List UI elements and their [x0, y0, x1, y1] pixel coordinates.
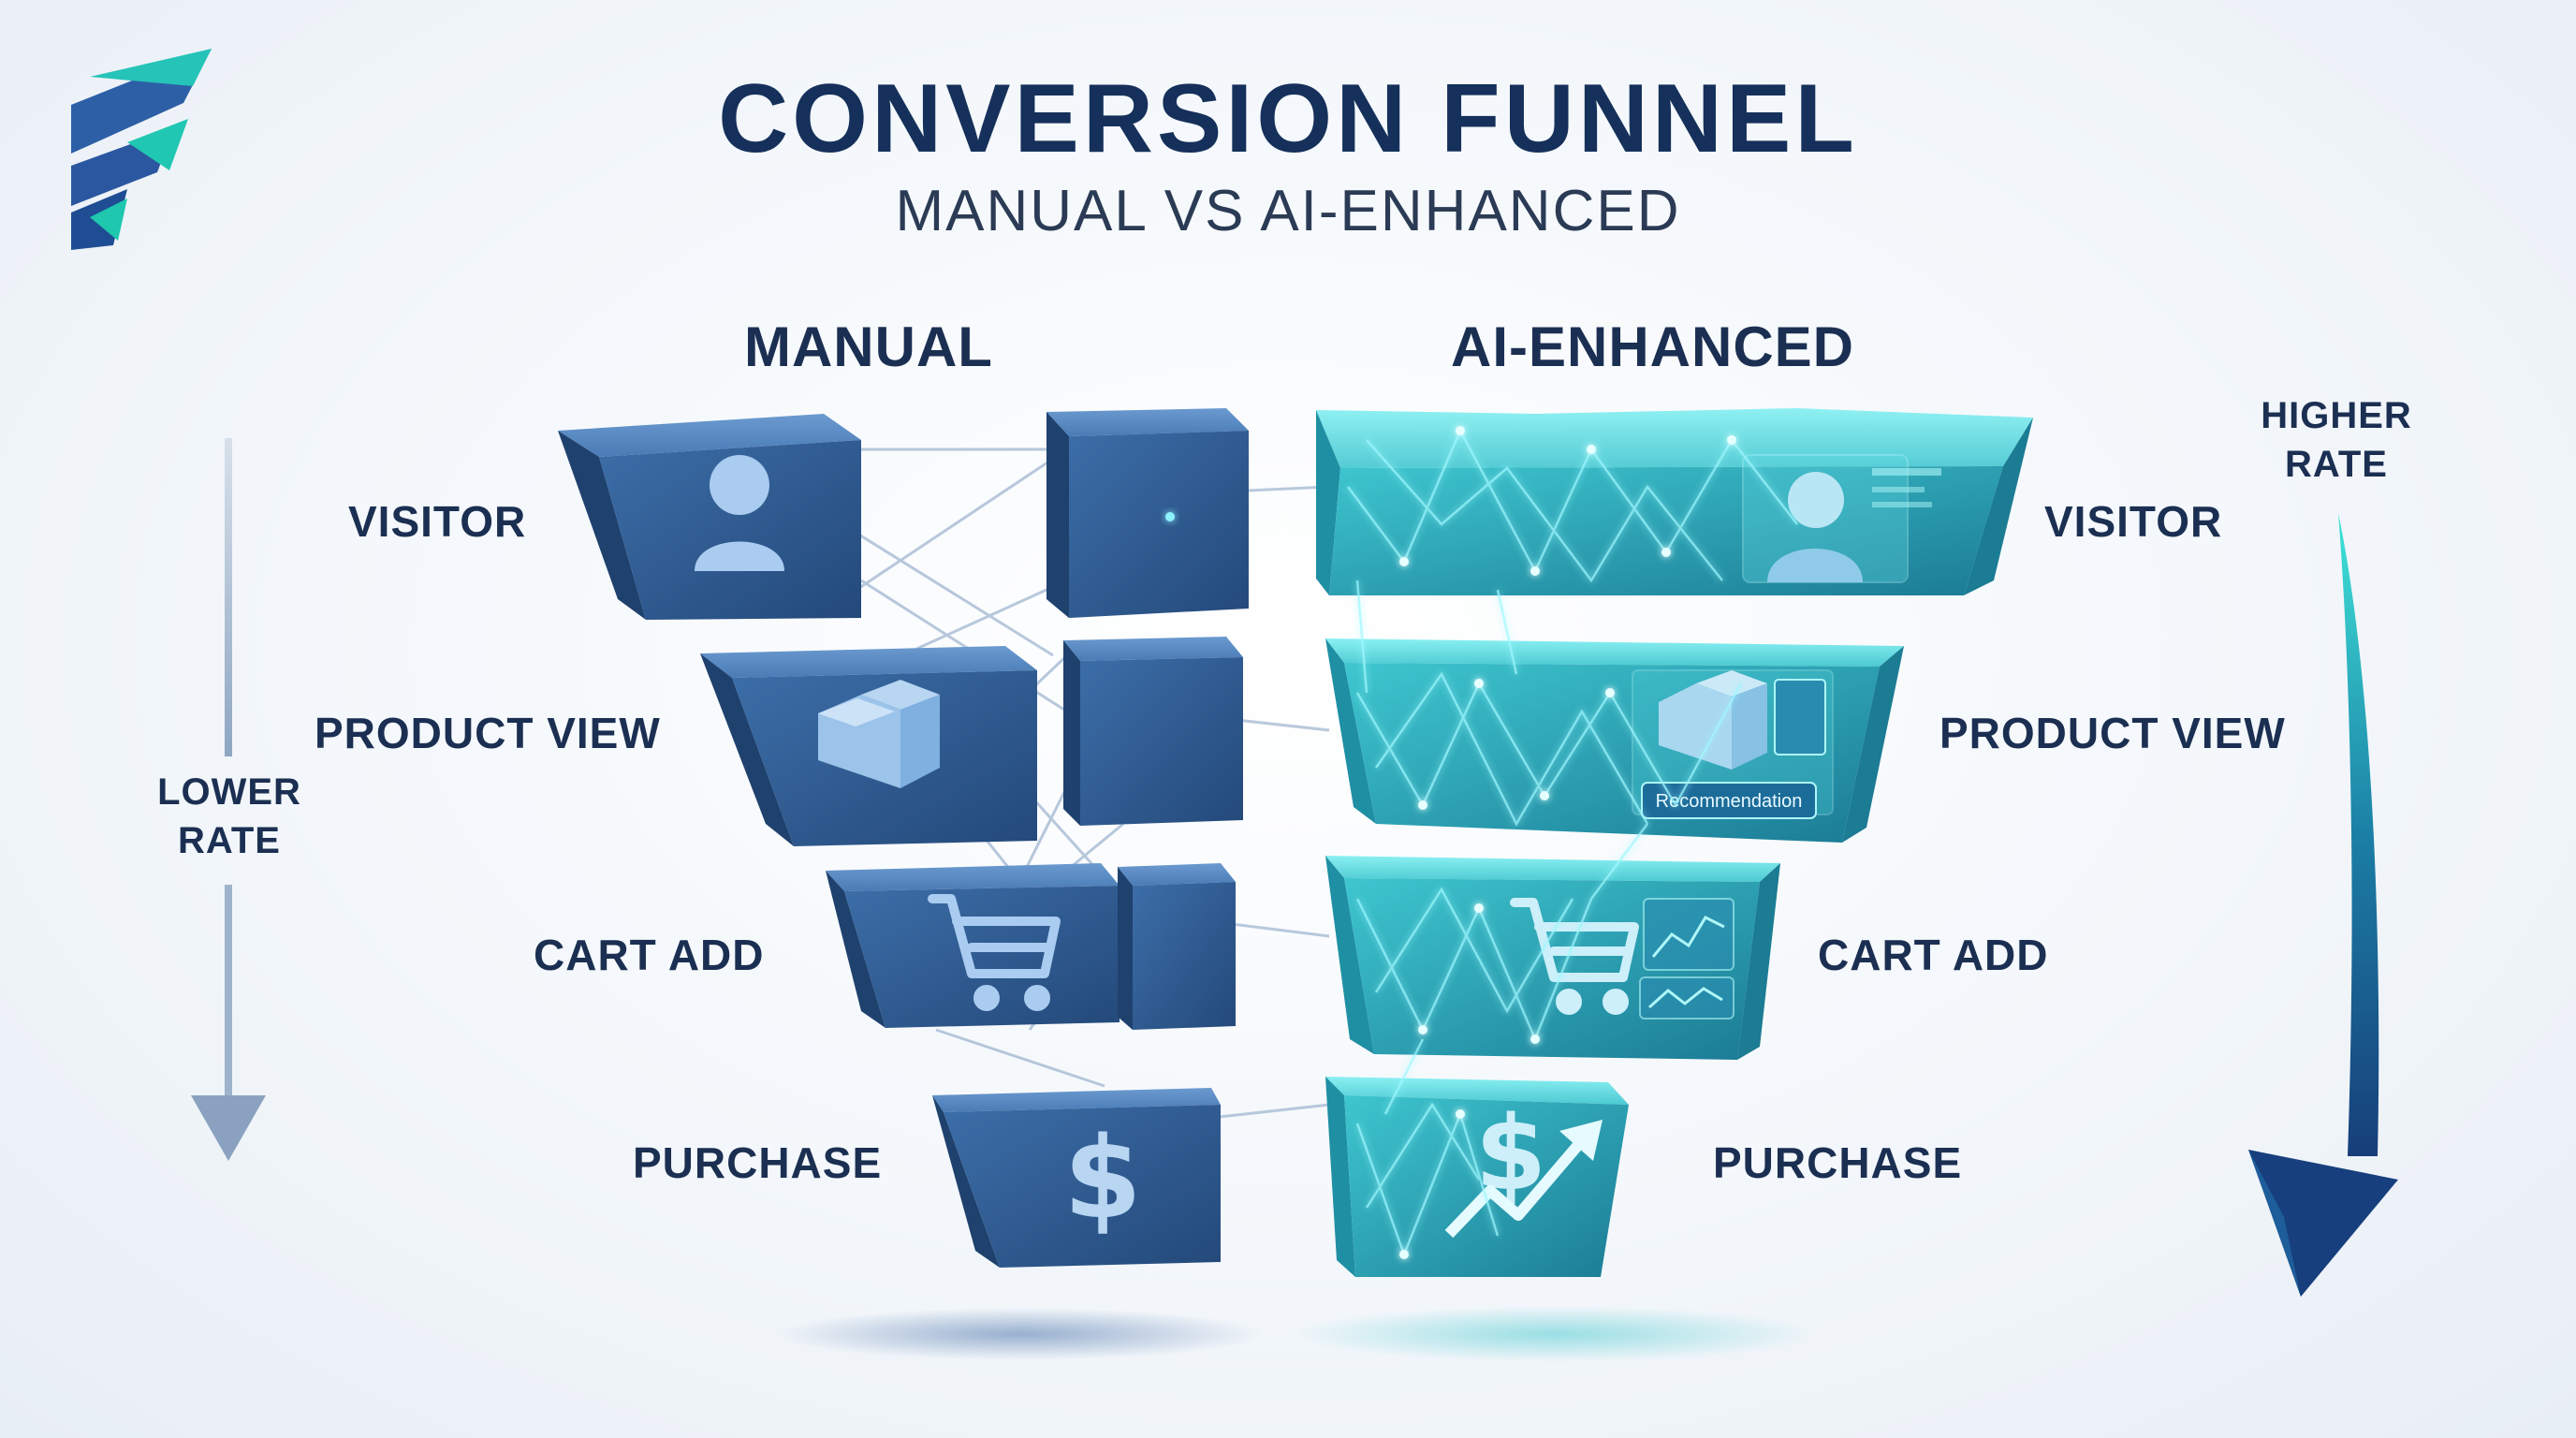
ai-block-visitor — [1316, 408, 2033, 595]
manual-block-product-view-cube — [1063, 637, 1243, 826]
cart-icon — [1510, 898, 1639, 1015]
dollar-icon: $ — [1063, 1114, 1142, 1244]
manual-block-product-view — [700, 646, 1037, 846]
user-icon — [695, 455, 784, 571]
page-title: CONVERSION FUNNEL — [718, 65, 1858, 173]
manual-stage-cart-add: CART ADD — [534, 931, 765, 979]
box-icon — [1632, 669, 1834, 815]
ai-stage-cart-add: CART ADD — [1818, 931, 2049, 979]
manual-stage-purchase: PURCHASE — [633, 1138, 883, 1187]
ai-block-product-view: Recommendation — [1325, 638, 1904, 843]
ai-enhanced-heading: AI-ENHANCED — [1451, 315, 1854, 378]
ai-block-purchase: $ — [1325, 1077, 1629, 1277]
manual-stage-visitor: VISITOR — [348, 497, 527, 546]
lower-rate-label: LOWER RATE — [157, 771, 301, 861]
cart-icon — [928, 894, 1061, 1011]
lower-rate-arrow — [191, 438, 266, 1161]
manual-block-purchase: $ — [932, 1088, 1221, 1268]
manual-heading: MANUAL — [744, 315, 993, 378]
recommendation-badge-label: Recommendation — [1656, 791, 1803, 812]
ai-stage-product-view: PRODUCT VIEW — [1939, 709, 2286, 757]
ai-profile-icon — [1742, 454, 1941, 583]
manual-block-visitor-cube — [1046, 408, 1249, 618]
manual-block-cart-add-cube — [1118, 863, 1236, 1030]
manual-stage-product-view: PRODUCT VIEW — [315, 709, 661, 757]
growth-arrow-icon — [1444, 1135, 1588, 1239]
higher-rate-label: HIGHER RATE — [2261, 395, 2412, 485]
manual-floor-shadow — [777, 1308, 1264, 1360]
ai-stage-visitor: VISITOR — [2044, 497, 2223, 546]
ai-block-cart-add — [1325, 856, 1780, 1060]
analytics-chart-icon — [1639, 898, 1734, 1020]
manual-block-visitor — [558, 414, 861, 620]
page-subtitle: MANUAL VS AI-ENHANCED — [895, 179, 1681, 243]
manual-block-cart-add — [826, 863, 1120, 1028]
recommendation-badge — [1641, 782, 1817, 819]
box-icon — [818, 680, 940, 788]
stylized-f-logo-icon — [71, 49, 212, 250]
ai-network-nodes — [1399, 426, 1736, 1259]
ai-stage-purchase: PURCHASE — [1713, 1138, 1963, 1187]
higher-rate-arrow — [2248, 513, 2398, 1297]
ai-floor-shadow — [1292, 1306, 1816, 1362]
